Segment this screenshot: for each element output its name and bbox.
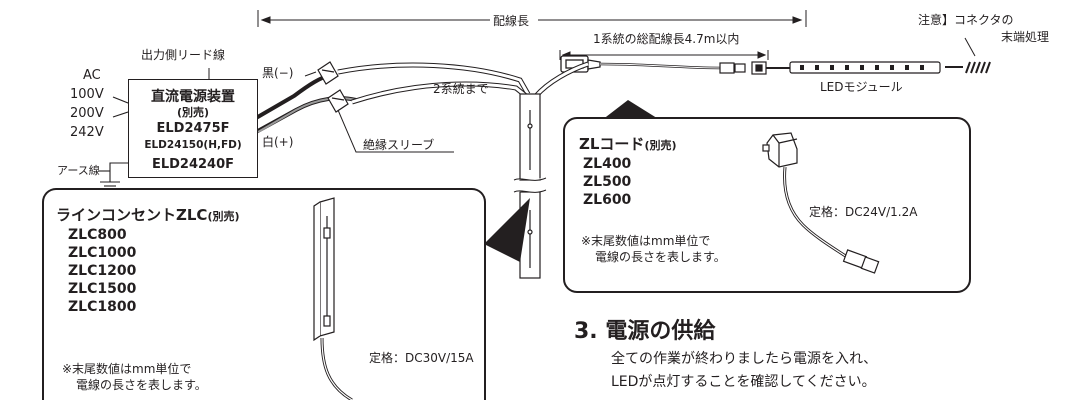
line-outlet-illustration: [313, 197, 353, 400]
line-outlet-model: ZLC800: [68, 227, 127, 243]
wire-nut-connectors: [317, 61, 349, 113]
zl-cord-connector: [560, 55, 601, 73]
caution-label: 注意】コネクタの: [918, 13, 1014, 27]
psu-model-eld24240f: ELD24240F: [151, 157, 235, 172]
line-outlet-model: ZLC1200: [68, 263, 137, 279]
zl-cord-title: ZLコード(別売): [579, 135, 677, 153]
insulation-sleeve-label: 絶縁スリーブ: [363, 138, 435, 152]
zl-cord-model-list: ZL400 ZL500 ZL600: [583, 155, 631, 209]
led-module-label: LEDモジュール: [820, 80, 903, 94]
insulation-sleeve-leader: [337, 109, 454, 153]
voltage-200v: 200V: [70, 106, 104, 121]
zl-cord-rating: 定格：DC24V/1.2A: [809, 205, 918, 219]
outlet-callout-pointer: [484, 198, 530, 262]
total-length-label: 1系統の総配線長4.7m以内: [593, 32, 740, 46]
dc-power-supply-box: 直流電源装置 (別売) ELD2475F ELD24150(H,FD) ELD2…: [128, 79, 258, 178]
end-processing-mark: [945, 61, 991, 74]
line-outlet-callout: ラインコンセントZLC(別売) ZLC800 ZLC1000 ZLC1200 Z…: [42, 188, 486, 400]
white-plus-label: 白(+): [262, 135, 294, 149]
led-chips: [800, 65, 924, 70]
line-outlet-model: ZLC1000: [68, 245, 137, 261]
outlet-cable: [337, 62, 531, 105]
line-outlet-model: ZLC1800: [68, 299, 137, 315]
line-outlet-model-list: ZLC800 ZLC1000 ZLC1200 ZLC1500 ZLC1800: [68, 226, 136, 316]
zl-cord-note: ※末尾数値はmm単位で 電線の長さを表します。: [581, 234, 726, 264]
psu-title: 直流電源装置: [151, 89, 235, 105]
zl-cord-model: ZL600: [583, 192, 632, 208]
line-outlet-model: ZLC1500: [68, 281, 137, 297]
zl-cord-model: ZL400: [583, 156, 632, 172]
section-3-line-2: LEDが点灯することを確認してください。: [611, 374, 876, 390]
earth-symbol: [98, 162, 128, 191]
psu-sold-separately: (別売): [176, 106, 210, 119]
ac-label: AC: [83, 68, 101, 83]
line-outlet-rail: [519, 93, 541, 279]
line-outlet-rating: 定格：DC30V/15A: [369, 351, 474, 365]
psu-model-eld2475f: ELD2475F: [156, 121, 230, 136]
mating-connectors: [719, 61, 767, 75]
voltage-100v: 100V: [70, 87, 104, 102]
ac-input-lines: [112, 96, 129, 118]
zl-cord-callout: ZLコード(別売) ZL400 ZL500 ZL600 定格：DC24V/1.2…: [563, 117, 971, 293]
black-minus-label: 黒(−): [262, 66, 294, 80]
wiring-length-dimension-line: [257, 10, 807, 27]
two-systems-label: 2系統まで: [433, 82, 489, 96]
section-3-heading: 3. 電源の供給: [574, 319, 716, 344]
wiring-length-label: 配線長: [493, 14, 530, 28]
line-outlet-note: ※末尾数値はmm単位で 電線の長さを表します。: [62, 362, 207, 392]
break-marks: [513, 177, 547, 193]
total-length-dimension-line: [559, 50, 769, 60]
zl-callout-pointer: [602, 100, 660, 120]
zl-cord-illustration: [762, 132, 880, 274]
line-outlet-title: ラインコンセントZLC(別売): [56, 206, 240, 224]
voltage-242v: 242V: [70, 125, 104, 140]
psu-model-eld24150: ELD24150(H,FD): [144, 139, 242, 151]
led-module-strip: [789, 61, 941, 74]
section-3-line-1: 全ての作業が終わりましたら電源を入れ、: [611, 351, 878, 367]
zl-cord-model: ZL500: [583, 174, 632, 190]
output-lead-label: 出力側リード線: [141, 48, 226, 62]
earth-wire-label: アース線: [57, 164, 100, 177]
caution-end-processing-label: 末端処理: [1001, 30, 1050, 44]
